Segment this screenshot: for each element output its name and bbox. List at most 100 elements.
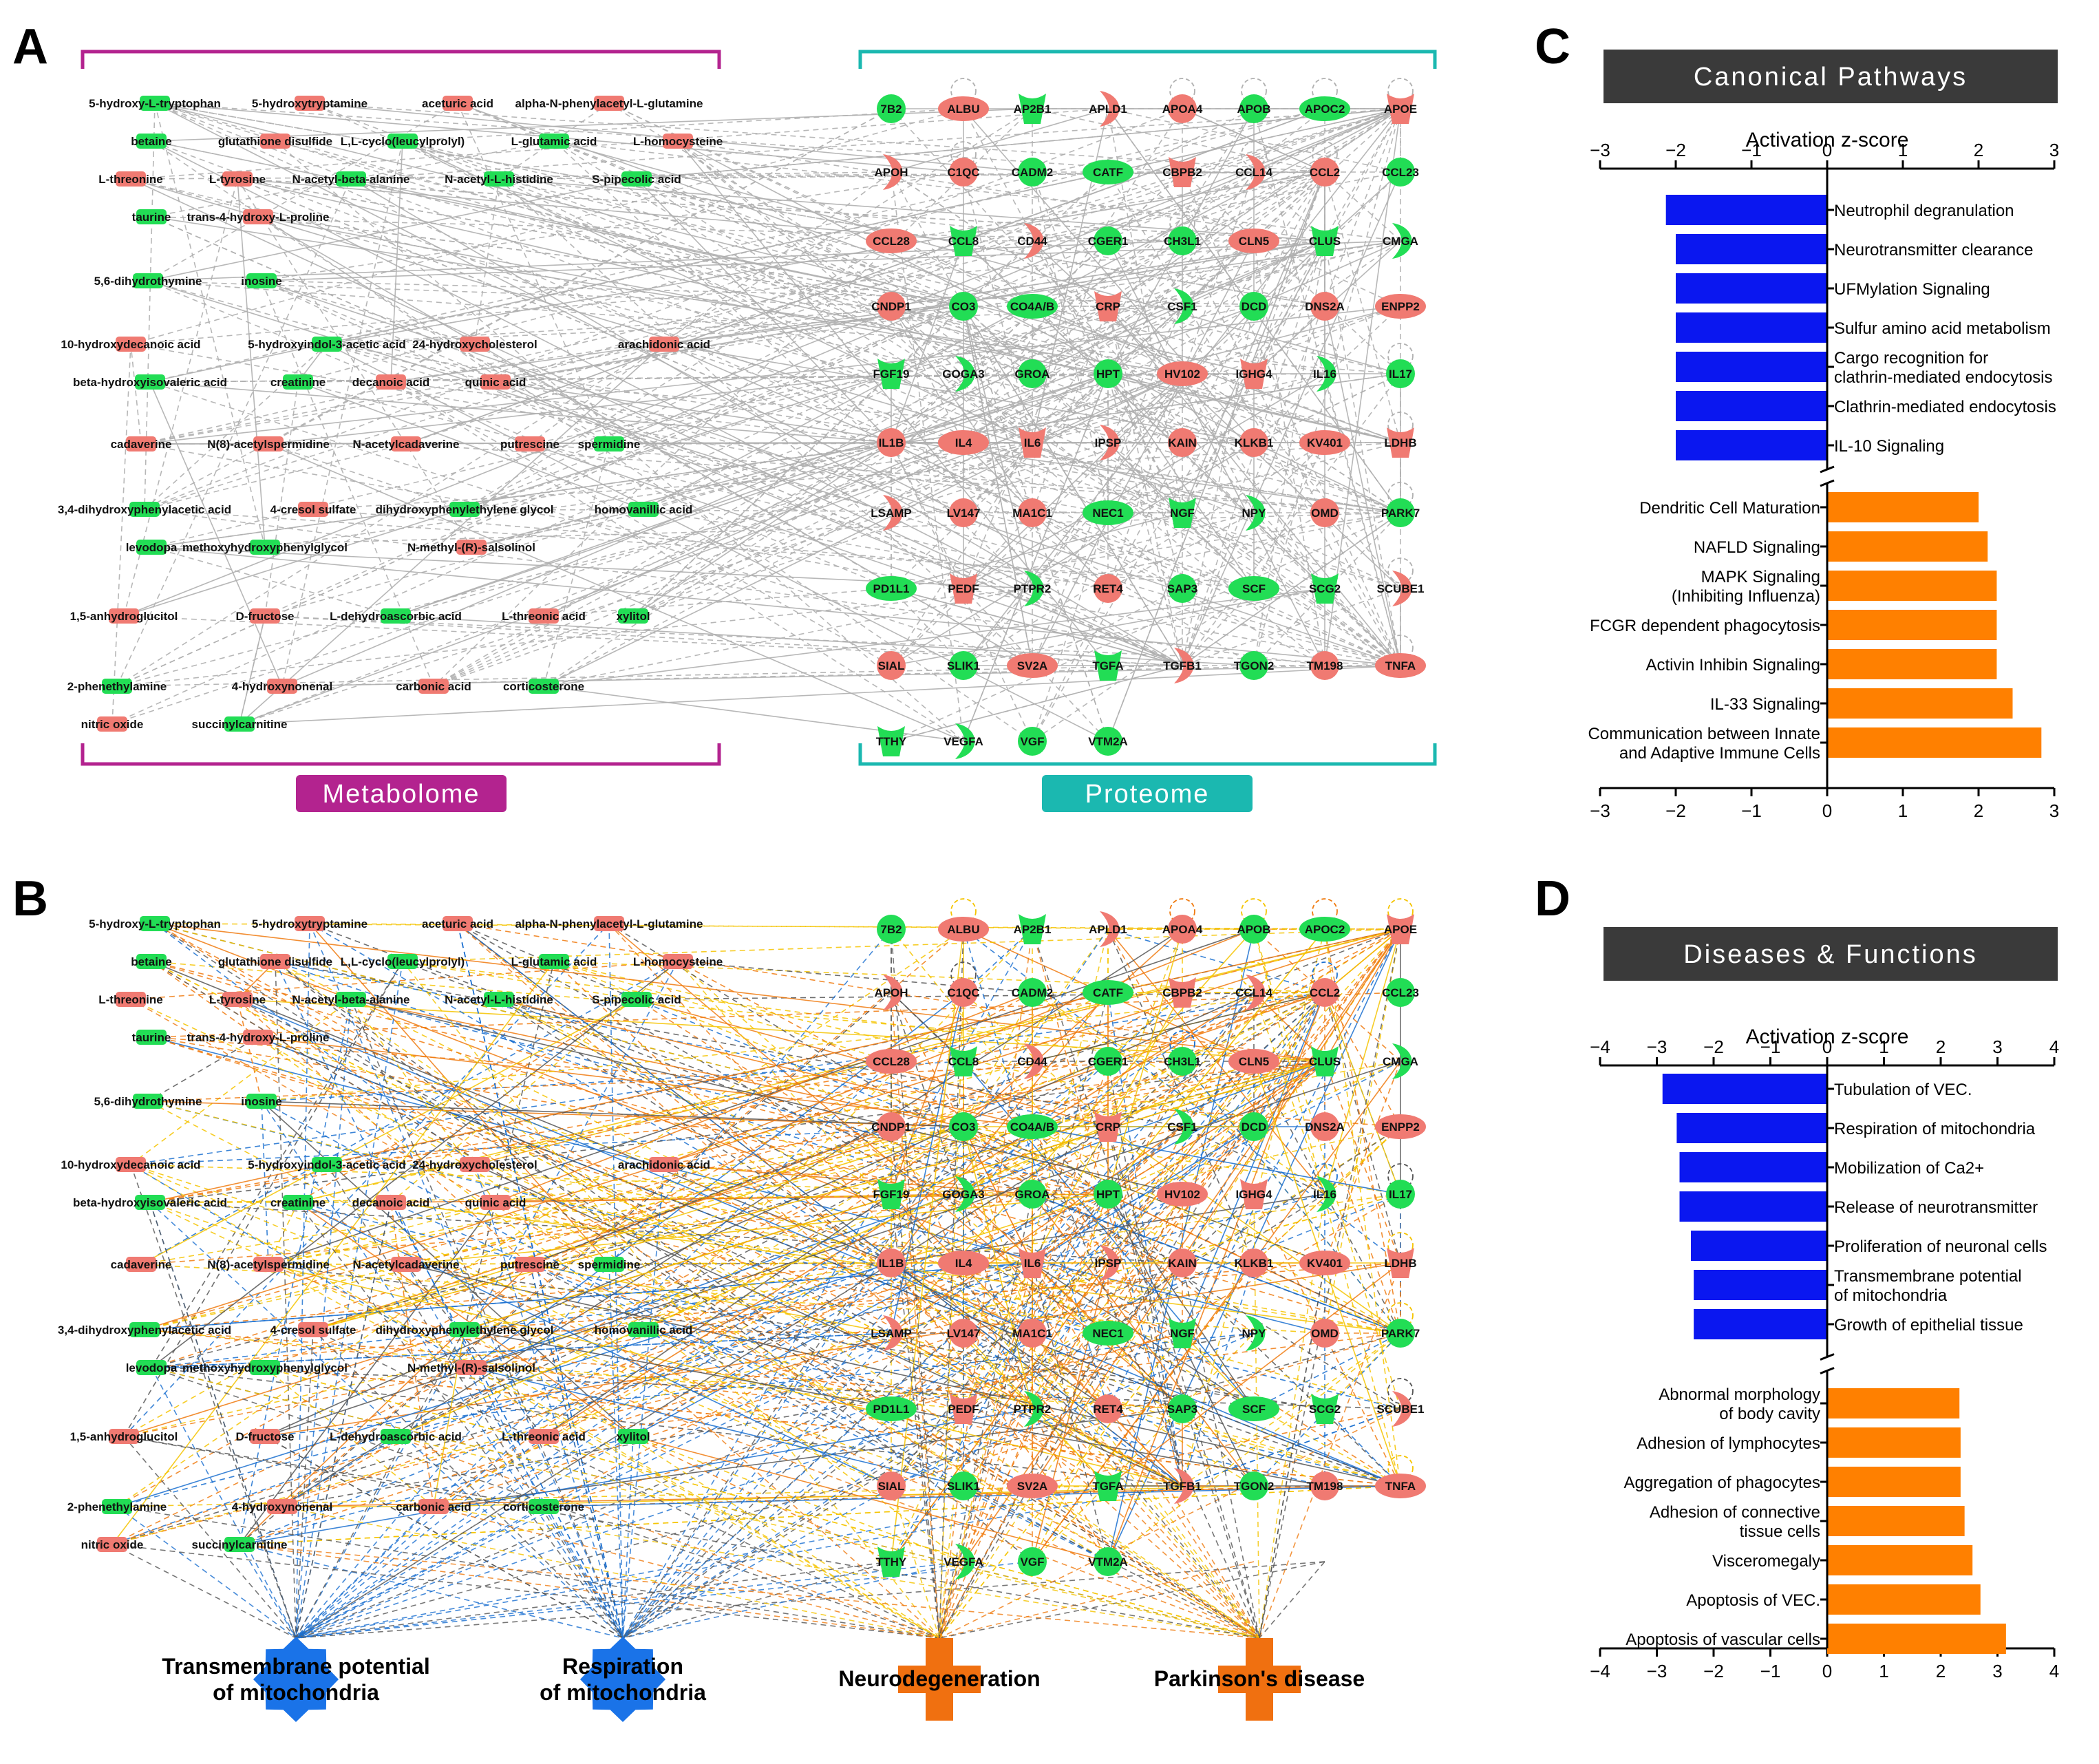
network-edge bbox=[390, 1202, 1033, 1487]
bar-positive bbox=[1827, 1545, 1973, 1575]
network-edge bbox=[1032, 240, 1255, 666]
metabolite-node-4-cresol-sulfate: 4-cresol sulfate bbox=[270, 1322, 356, 1337]
function-edge bbox=[457, 923, 624, 1639]
metabolite-label: betaine bbox=[131, 955, 172, 968]
function-label: Parkinson's disease bbox=[1154, 1666, 1365, 1691]
protein-label: APOE bbox=[1384, 923, 1417, 936]
network-edge bbox=[1032, 240, 1255, 374]
network-edge bbox=[1107, 928, 1183, 1127]
protein-node-enpp2: ENPP2 bbox=[1375, 294, 1426, 319]
network-edge bbox=[130, 1164, 892, 1487]
protein-label: IL16 bbox=[1313, 368, 1336, 381]
network-edge bbox=[151, 140, 964, 307]
metabolite-node-quinic-acid: quinic acid bbox=[465, 1195, 526, 1210]
network-edge bbox=[1032, 108, 1325, 173]
protein-node-ccl23: CCL23 bbox=[1382, 158, 1419, 187]
metabolite-label: nitric oxide bbox=[81, 718, 144, 731]
metabolite-label: taurine bbox=[132, 1031, 171, 1044]
protein-label: TNFA bbox=[1385, 1480, 1416, 1493]
tick-label: 4 bbox=[2049, 1037, 2059, 1057]
function-edge bbox=[1182, 1262, 1260, 1639]
network-edge bbox=[891, 442, 964, 589]
network-edge bbox=[1182, 992, 1325, 1334]
network-edge bbox=[1182, 171, 1401, 666]
network-edge bbox=[474, 1164, 1183, 1487]
panel-label-d: D bbox=[1535, 871, 1570, 926]
network-edge bbox=[116, 992, 1033, 1507]
network-edge bbox=[1107, 1332, 1255, 1487]
network-edge bbox=[963, 108, 1255, 443]
metabolite-label: beta-hydroxyisovaleric acid bbox=[73, 376, 227, 389]
network-edge bbox=[239, 442, 964, 725]
protein-label: CLUS bbox=[1309, 1055, 1341, 1068]
metabolite-label: homovanillic acid bbox=[595, 503, 693, 516]
network-edge bbox=[1032, 928, 1401, 1487]
network-edge bbox=[149, 1061, 1325, 1203]
network-edge bbox=[144, 108, 1183, 510]
network-edge bbox=[1107, 928, 1255, 1264]
network-edge bbox=[433, 1332, 964, 1507]
network-edge bbox=[111, 343, 131, 725]
function-edge bbox=[326, 1164, 624, 1639]
protein-node-slik1: SLIK1 bbox=[947, 1471, 980, 1500]
bar-positive bbox=[1827, 1624, 2006, 1654]
protein-label: CO3 bbox=[952, 300, 976, 313]
network-edge bbox=[891, 240, 964, 443]
bar-label: Adhesion of lymphocytes bbox=[1637, 1434, 1820, 1453]
protein-node-ap2b1: AP2B1 bbox=[1014, 94, 1051, 124]
metabolite-label: succinylcarnitine bbox=[192, 1538, 288, 1551]
protein-node-ccl23: CCL23 bbox=[1382, 978, 1419, 1007]
network-edge bbox=[474, 178, 500, 345]
tick-label: −3 bbox=[1647, 1037, 1668, 1057]
protein-node-ldhb: LDHB bbox=[1384, 427, 1417, 458]
self-loop-edge bbox=[1312, 78, 1338, 104]
protein-node-il1b: IL1B bbox=[877, 428, 906, 457]
tick-label: −2 bbox=[1665, 800, 1686, 821]
network-edge bbox=[891, 306, 1255, 443]
protein-node-ighg4: IGHG4 bbox=[1236, 1179, 1272, 1209]
metabolite-node-3-4-dihydroxyphenylacetic-acid: 3,4-dihydroxyphenylacetic acid bbox=[58, 502, 231, 517]
network-edge bbox=[140, 442, 1401, 445]
network-edge bbox=[543, 443, 610, 687]
network-edge bbox=[1324, 171, 1401, 443]
function-edge bbox=[939, 1193, 1183, 1639]
network-edge bbox=[261, 1101, 1109, 1562]
network-edge bbox=[149, 1202, 1183, 1264]
metabolite-label: cadaverine bbox=[111, 1258, 172, 1271]
bar-label: Growth of epithelial tissue bbox=[1834, 1316, 2023, 1335]
bar-label: Dendritic Cell Maturation bbox=[1639, 499, 1820, 518]
function-edge bbox=[529, 1264, 624, 1639]
network-edge bbox=[1107, 1262, 1401, 1487]
metabolite-node-l-glutamic-acid: L-glutamic acid bbox=[511, 134, 597, 149]
network-edge bbox=[111, 961, 555, 1545]
protein-label: NEC1 bbox=[1092, 507, 1123, 520]
bar-label: UFMylation Signaling bbox=[1834, 280, 1990, 299]
metabolite-label: L,L-cyclo(leucylprolyl) bbox=[341, 135, 465, 148]
metabolite-node-putrescine: putrescine bbox=[500, 436, 560, 451]
protein-label: AP2B1 bbox=[1014, 923, 1052, 936]
network-edge bbox=[963, 306, 1033, 666]
metabolite-label: putrescine bbox=[500, 438, 560, 451]
metabolite-node-arachidonic-acid: arachidonic acid bbox=[618, 1157, 710, 1172]
metabolite-label: L-tyrosine bbox=[209, 993, 266, 1006]
chart-title: Canonical Pathways bbox=[1694, 63, 1968, 92]
metabolite-label: 5-hydroxytryptamine bbox=[252, 97, 367, 110]
network-edge bbox=[1032, 512, 1109, 742]
protein-node-clus: CLUS bbox=[1309, 1046, 1341, 1076]
network-edge bbox=[405, 1061, 1325, 1265]
metabolite-label: cadaverine bbox=[111, 438, 172, 451]
metabolite-label: dihydroxyphenylethylene glycol bbox=[376, 503, 554, 516]
protein-node-ch3l1: CH3L1 bbox=[1164, 226, 1201, 255]
tick-label: 0 bbox=[1822, 1037, 1832, 1057]
network-edge bbox=[1107, 928, 1325, 993]
function-edge bbox=[1107, 1485, 1260, 1639]
network-edge bbox=[1032, 171, 1109, 513]
protein-label: TTHY bbox=[876, 735, 907, 748]
network-edge bbox=[963, 512, 1255, 589]
network-edge bbox=[350, 178, 964, 307]
network-edge bbox=[464, 961, 555, 1330]
network-edge bbox=[643, 1329, 1325, 1487]
self-loop-edge bbox=[1169, 78, 1195, 104]
network-edge bbox=[151, 216, 1183, 666]
